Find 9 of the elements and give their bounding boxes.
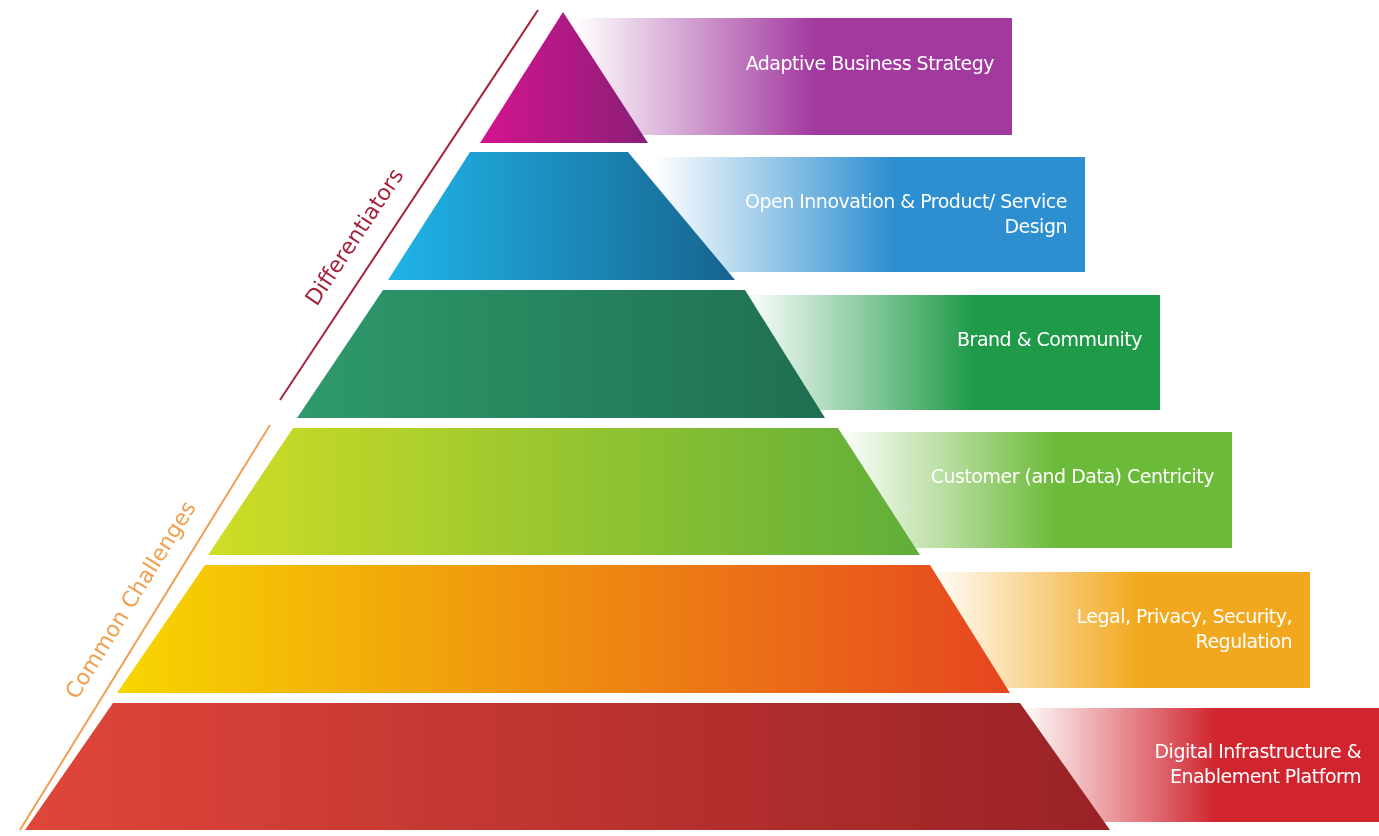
tier-label: Digital Infrastructure & Enablement Platform bbox=[1153, 739, 1361, 789]
tier-label: Legal, Privacy, Security, Regulation bbox=[1075, 604, 1292, 654]
tier-label: Customer (and Data) Centricity bbox=[929, 464, 1214, 489]
tier-label: Open Innovation & Product/ Service Design bbox=[743, 188, 1067, 239]
tier-label: Adaptive Business Strategy bbox=[744, 50, 994, 76]
tier-label: Brand & Community bbox=[956, 326, 1142, 352]
pyramid-tier bbox=[480, 12, 1012, 143]
pyramid-tier bbox=[208, 428, 1232, 555]
pyramid-tier bbox=[25, 703, 1379, 830]
